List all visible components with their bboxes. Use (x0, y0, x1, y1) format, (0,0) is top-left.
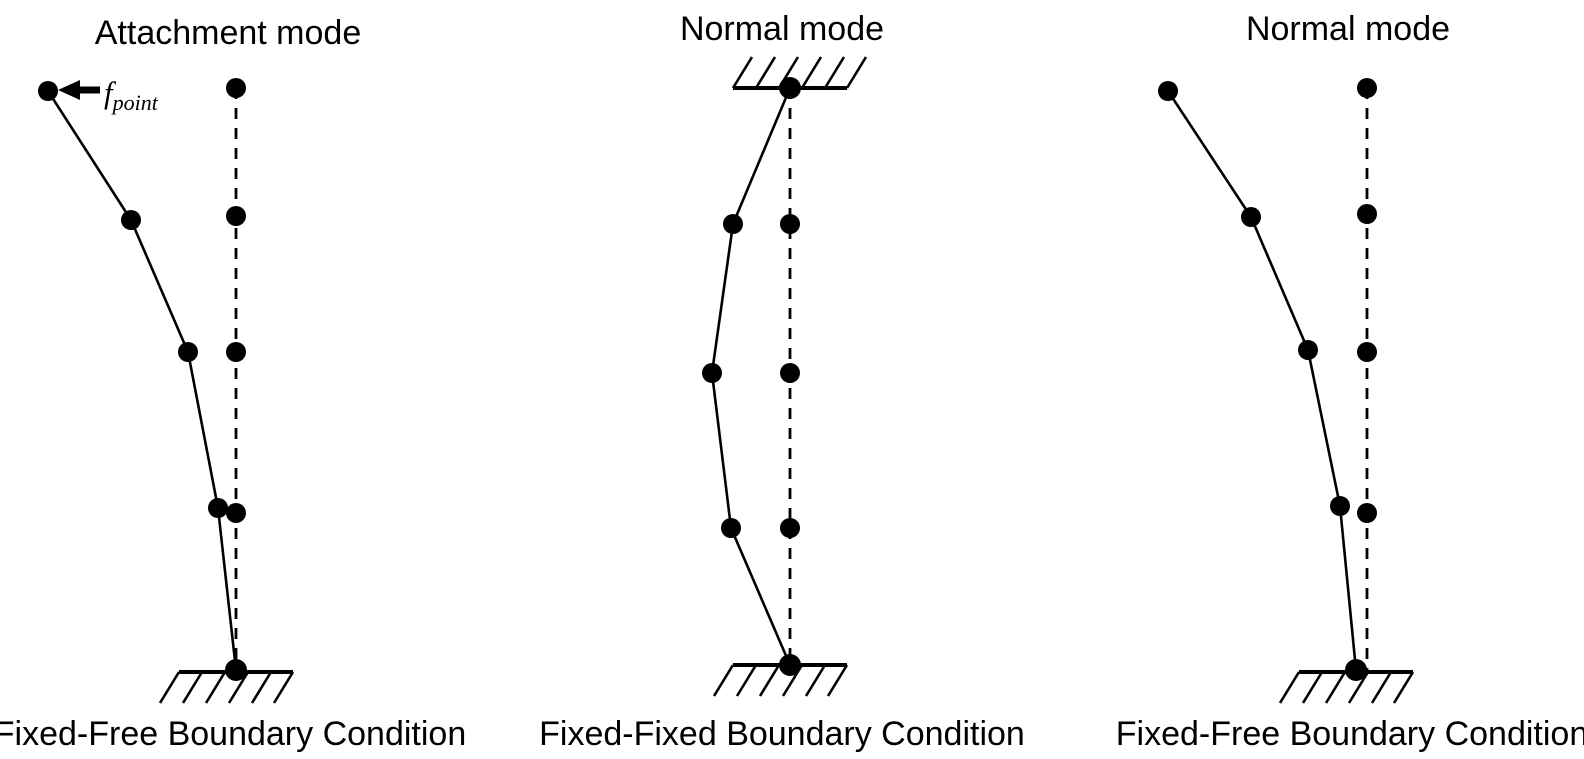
panel-title-normal-mode-fixed-fixed: Normal mode (680, 10, 884, 48)
mode-shape-polyline-1 (46, 89, 238, 672)
mode-shape-node-dot (702, 363, 722, 383)
mode-shape-node-dot (1158, 81, 1178, 101)
mode-shape-node-dot (178, 342, 198, 362)
mode-shape-node-dot (38, 81, 58, 101)
mode-shape-node-dot (721, 518, 741, 538)
reference-node-dot (1357, 78, 1377, 98)
reference-node-dot (1357, 342, 1377, 362)
panel-normal-mode-fixed-free: Normal mode Fixed-Free Boundary Co (1116, 10, 1584, 753)
force-point-label: fpoint (104, 75, 159, 115)
boundary-condition-label-1: Fixed-Free Boundary Condition (0, 715, 466, 753)
reference-node-dot (780, 363, 800, 383)
reference-node-dot (226, 342, 246, 362)
reference-node-dot (226, 206, 246, 226)
mode-shape-node-dot (1241, 207, 1261, 227)
reference-node-dot (780, 518, 800, 538)
panel-title-normal-mode-fixed-free: Normal mode (1246, 10, 1450, 48)
mode-shape-node-dot (1330, 496, 1350, 516)
force-subscript: point (111, 90, 159, 115)
fixed-ground-support-icon-bottom-1 (158, 670, 295, 704)
reference-node-dot (780, 214, 800, 234)
reference-node-dot (226, 503, 246, 523)
reference-node-dot (226, 78, 246, 98)
force-arrow-icon (58, 80, 100, 100)
reference-node-dot (1357, 204, 1377, 224)
panel-title-attachment-mode: Attachment mode (95, 14, 361, 52)
panel-attachment-mode: Attachment mode fpoint (0, 14, 466, 753)
mode-shape-top-node-dot (779, 77, 801, 99)
mode-shape-node-dot (1298, 340, 1318, 360)
fixed-ground-support-icon-bottom-3 (1278, 670, 1415, 704)
boundary-condition-label-3: Fixed-Free Boundary Condition (1116, 715, 1584, 753)
mode-shape-node-dot (723, 214, 743, 234)
mode-shape-polyline-3 (1166, 89, 1358, 672)
mode-shape-polyline-2 (710, 86, 792, 667)
mode-shape-node-dot (208, 498, 228, 518)
reference-node-dot (1357, 503, 1377, 523)
panel-normal-mode-fixed-fixed: Normal mode (539, 10, 1025, 753)
mode-shape-base-node-dot (779, 654, 801, 676)
mode-shape-node-dot (121, 210, 141, 230)
boundary-condition-label-2: Fixed-Fixed Boundary Condition (539, 715, 1025, 753)
